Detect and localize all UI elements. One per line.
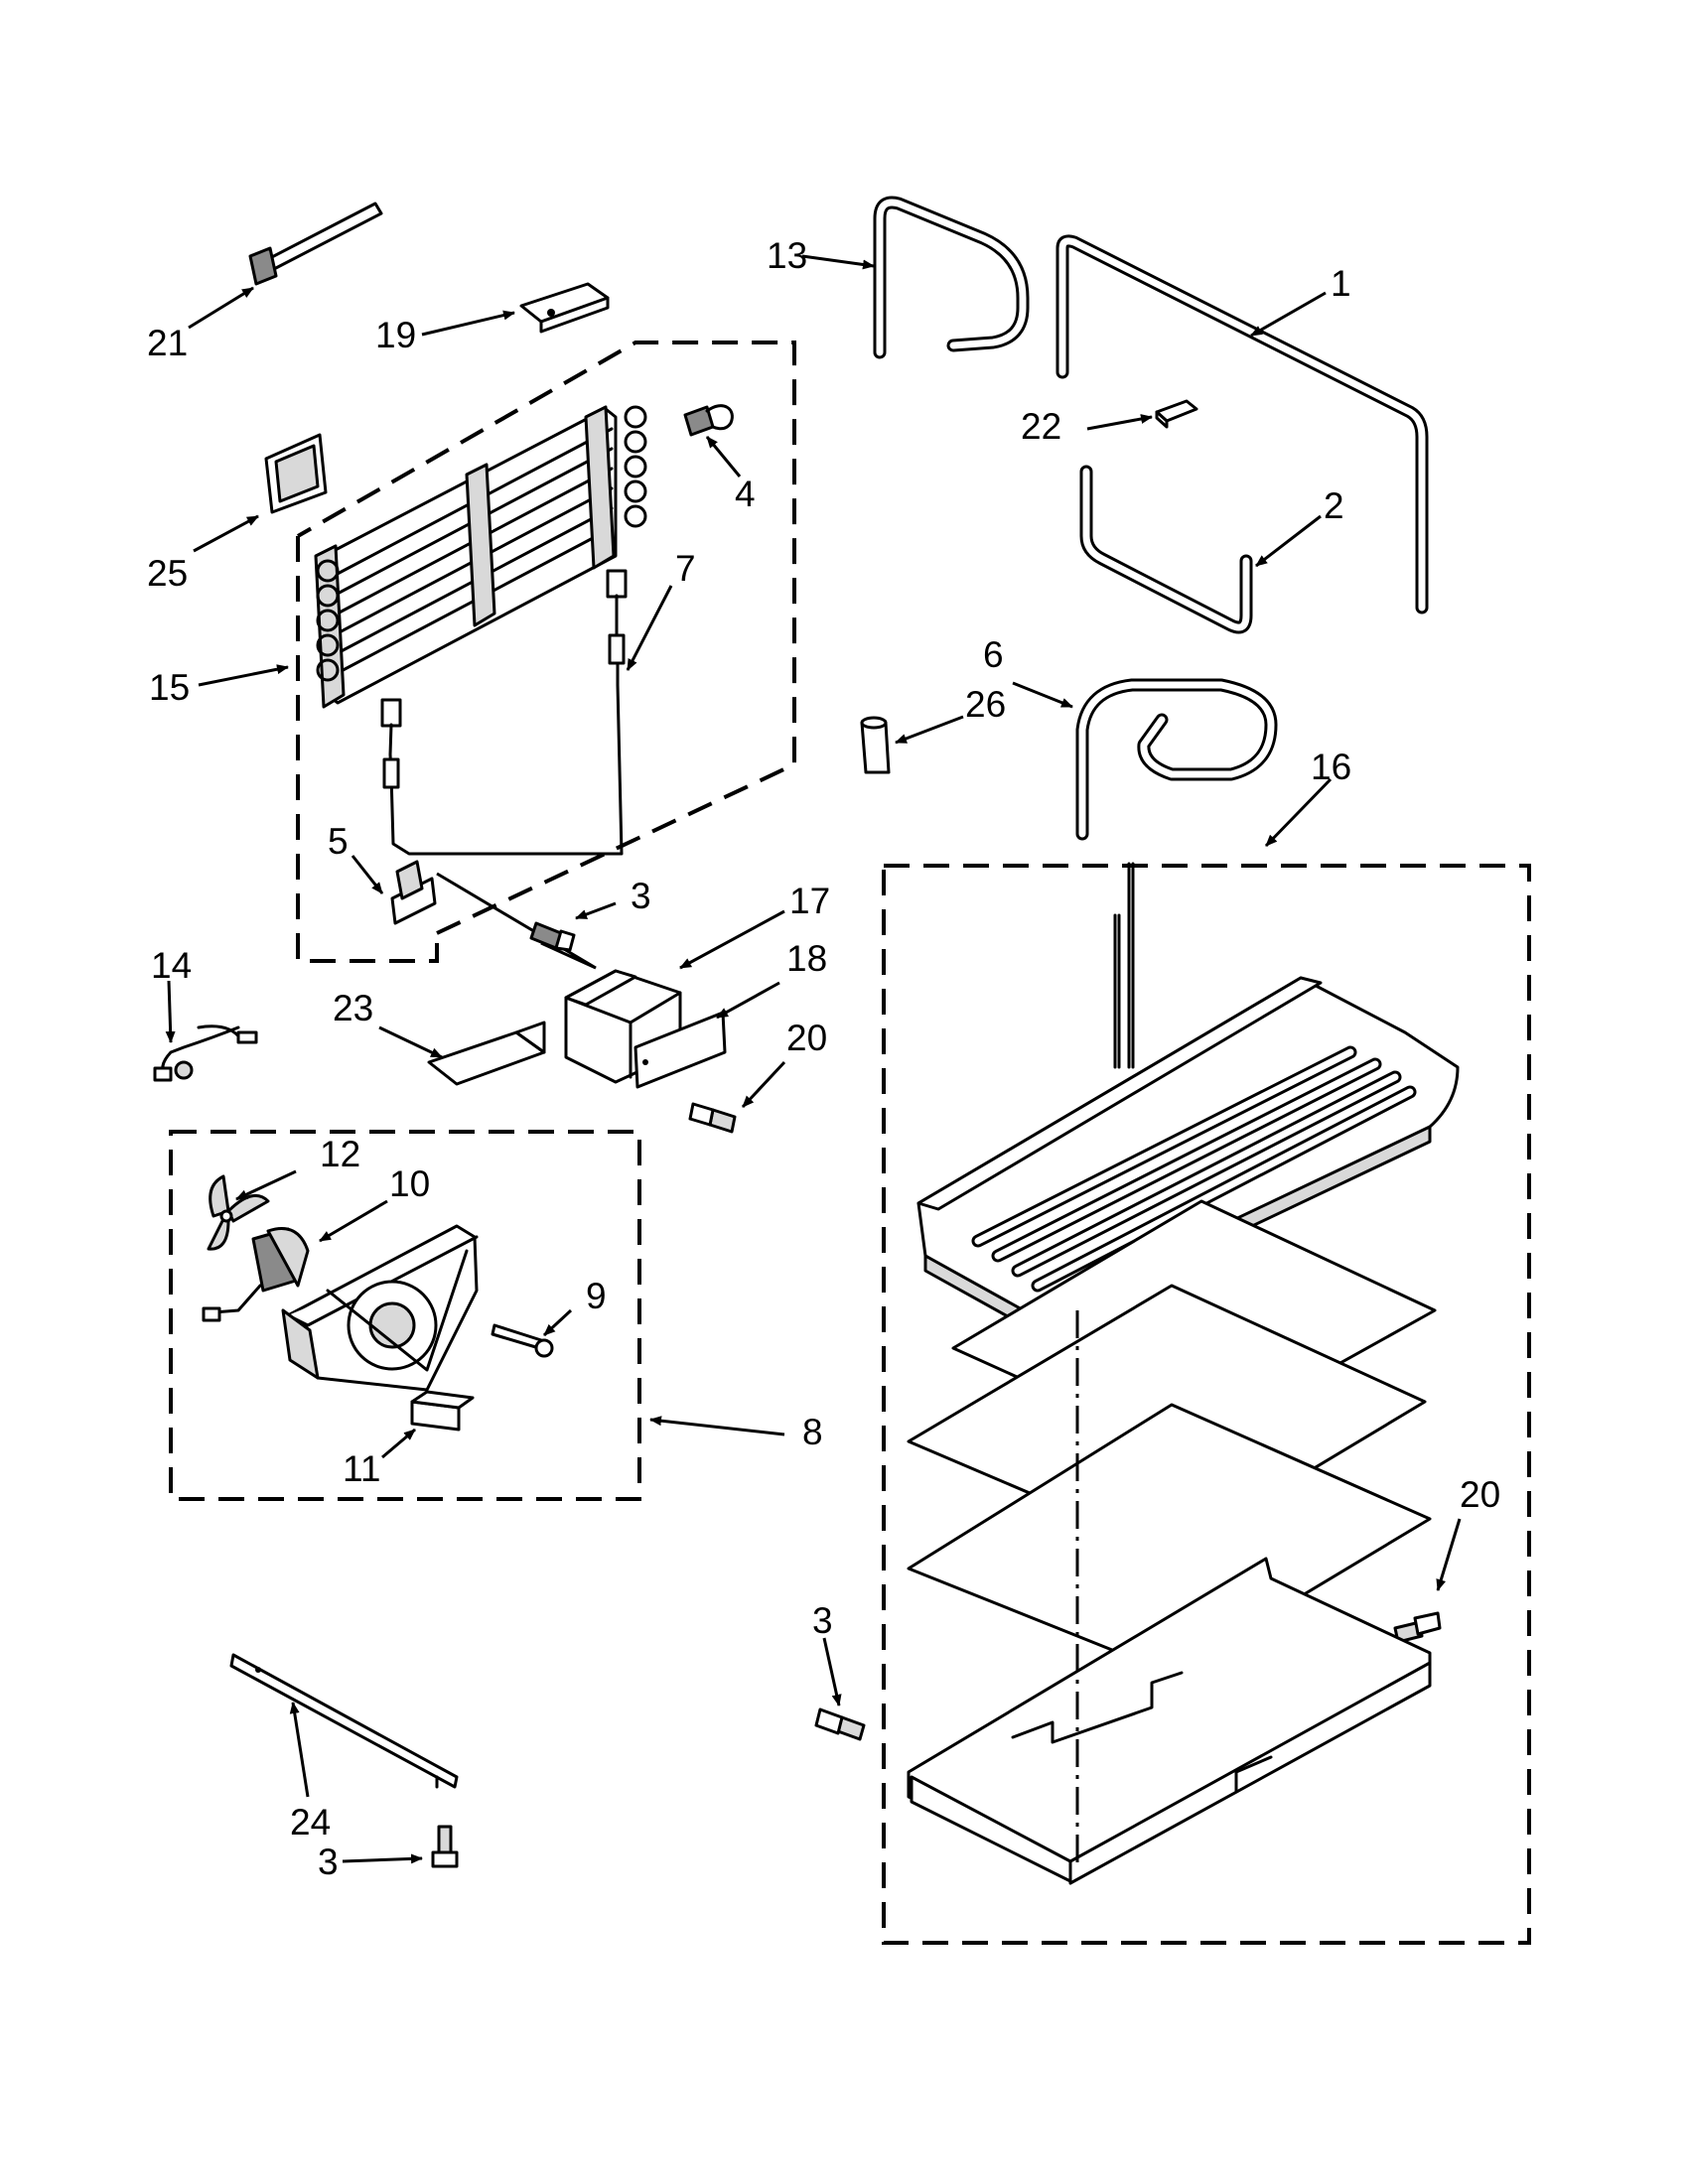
callout-24: 24 xyxy=(290,1802,331,1843)
part-9-screw xyxy=(491,1323,554,1358)
part-20-screw-b xyxy=(1393,1611,1442,1644)
callout-10: 10 xyxy=(389,1163,430,1204)
part-5-bracket xyxy=(390,860,597,970)
callout-14: 14 xyxy=(151,945,192,986)
part-26-sleeve xyxy=(860,716,891,774)
callout-2: 2 xyxy=(1324,485,1344,526)
part-16-drain-pan xyxy=(907,862,1460,1885)
callout-3-b: 3 xyxy=(812,1600,833,1641)
part-25-foam xyxy=(264,433,328,514)
part-20-screw-a xyxy=(688,1102,737,1134)
callout-3-a: 3 xyxy=(631,876,651,916)
callout-26: 26 xyxy=(965,684,1006,725)
callout-7: 7 xyxy=(675,548,696,589)
part-24-rail xyxy=(229,1653,459,1789)
defrost-tray-group-outline xyxy=(882,864,1531,1945)
part-23-shield xyxy=(427,1021,546,1086)
callout-19: 19 xyxy=(375,315,416,355)
callout-12: 12 xyxy=(320,1134,360,1174)
callout-4: 4 xyxy=(735,474,756,514)
callout-18: 18 xyxy=(786,938,827,979)
callout-11: 11 xyxy=(343,1448,380,1489)
callout-20-b: 20 xyxy=(1460,1474,1500,1515)
part-22-clip xyxy=(1155,399,1198,429)
leaders xyxy=(165,254,1462,1864)
part-1-tube xyxy=(1055,234,1429,614)
callout-1: 1 xyxy=(1331,263,1351,304)
part-11-clip xyxy=(410,1390,475,1432)
callout-16: 16 xyxy=(1311,747,1351,787)
callout-20-a: 20 xyxy=(786,1018,827,1058)
evaporator-group-outline xyxy=(296,341,796,963)
part-3-screw-a xyxy=(529,921,576,952)
part-18-cover xyxy=(633,1011,727,1089)
part-2-tube xyxy=(1079,465,1253,634)
callout-8: 8 xyxy=(802,1412,823,1452)
part-4-clip xyxy=(683,404,734,437)
part-6-coil-tube xyxy=(1075,678,1278,841)
part-19-pad xyxy=(519,282,610,334)
callout-17: 17 xyxy=(789,881,830,921)
part-21-wire-tie xyxy=(248,202,383,286)
part-13-tube xyxy=(873,196,1030,359)
part-14-sensor xyxy=(153,1024,258,1082)
callout-6: 6 xyxy=(983,634,1004,675)
part-7-heater-harness xyxy=(380,569,628,856)
callout-25: 25 xyxy=(147,553,188,594)
part-8-fan-housing xyxy=(281,1224,479,1392)
part-3-screw-b xyxy=(814,1707,866,1741)
callout-5: 5 xyxy=(328,821,349,862)
part-12-fan-blade xyxy=(207,1174,270,1251)
part-3-screw-c xyxy=(431,1825,459,1868)
callout-13: 13 xyxy=(767,235,807,276)
callout-22: 22 xyxy=(1021,406,1061,447)
part-10-motor xyxy=(202,1227,310,1322)
callout-21: 21 xyxy=(147,323,188,363)
callout-15: 15 xyxy=(149,667,190,708)
callout-9: 9 xyxy=(586,1276,607,1316)
callout-23: 23 xyxy=(333,988,373,1028)
fan-group-outline xyxy=(169,1130,641,1501)
callout-3-c: 3 xyxy=(318,1842,339,1882)
part-15-evaporator xyxy=(314,405,647,709)
